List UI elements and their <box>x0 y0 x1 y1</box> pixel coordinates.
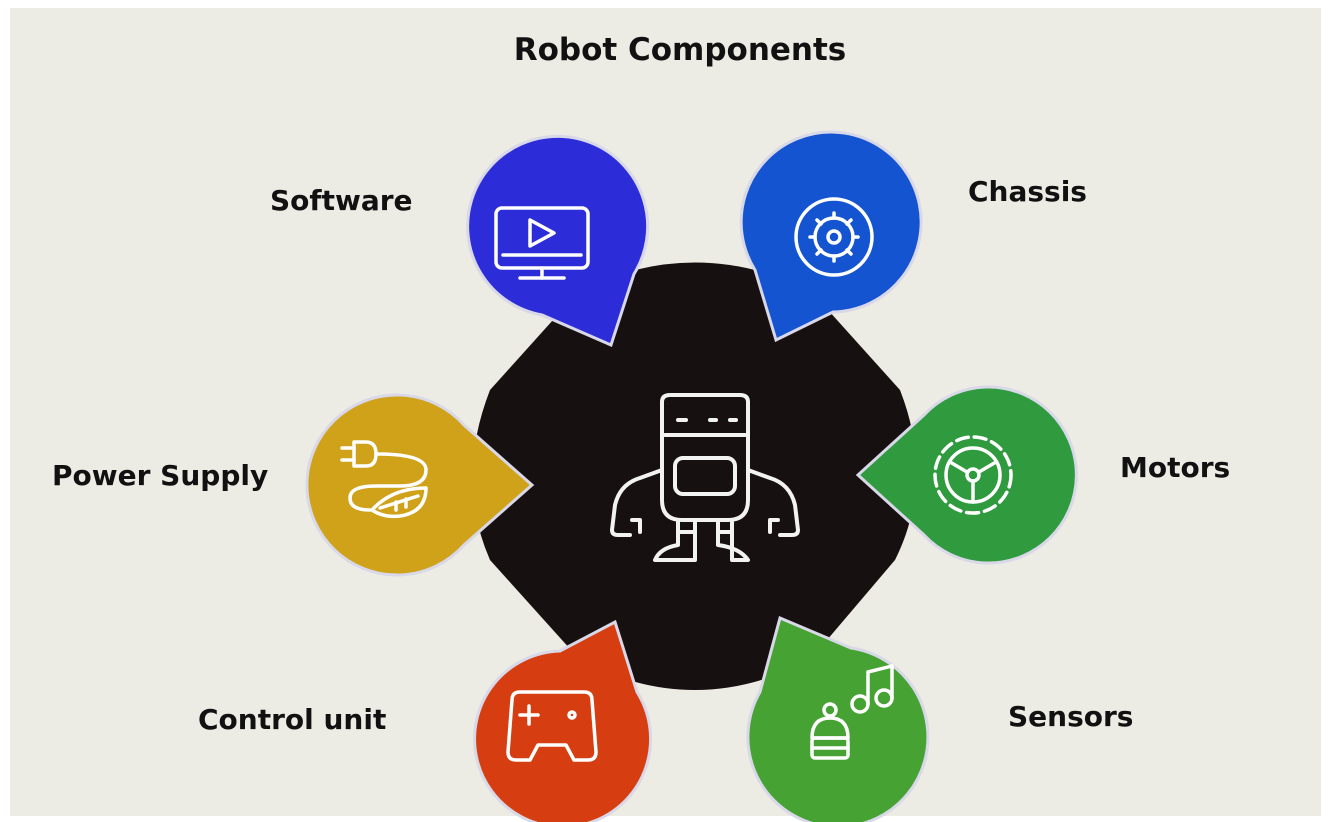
power-supply-drop <box>305 393 535 577</box>
motors-label: Motors <box>1120 451 1230 484</box>
robot-icon <box>610 393 800 562</box>
chassis-label: Chassis <box>968 175 1087 208</box>
steering-gear-icon <box>933 435 1013 515</box>
software-drop <box>466 134 650 348</box>
chassis-drop <box>739 130 923 343</box>
control-unit-node <box>473 619 653 822</box>
power-supply-label: Power Supply <box>52 459 268 492</box>
plug-leaf-icon <box>340 440 428 519</box>
sensors-node <box>746 615 930 822</box>
chassis-node <box>739 130 923 343</box>
motors-node <box>855 385 1078 565</box>
gear-circle-icon <box>794 197 874 277</box>
monitor-play-icon <box>494 206 590 280</box>
music-robot-icon <box>810 664 894 760</box>
software-label: Software <box>270 184 413 217</box>
control-unit-label: Control unit <box>198 703 386 736</box>
control-unit-drop <box>473 619 653 822</box>
diagram-title: Robot Components <box>514 32 847 68</box>
gamepad-icon <box>506 690 598 762</box>
software-node <box>466 134 650 348</box>
power-supply-node <box>305 393 535 577</box>
sensors-label: Sensors <box>1008 700 1133 733</box>
center-hexagon <box>472 262 917 690</box>
